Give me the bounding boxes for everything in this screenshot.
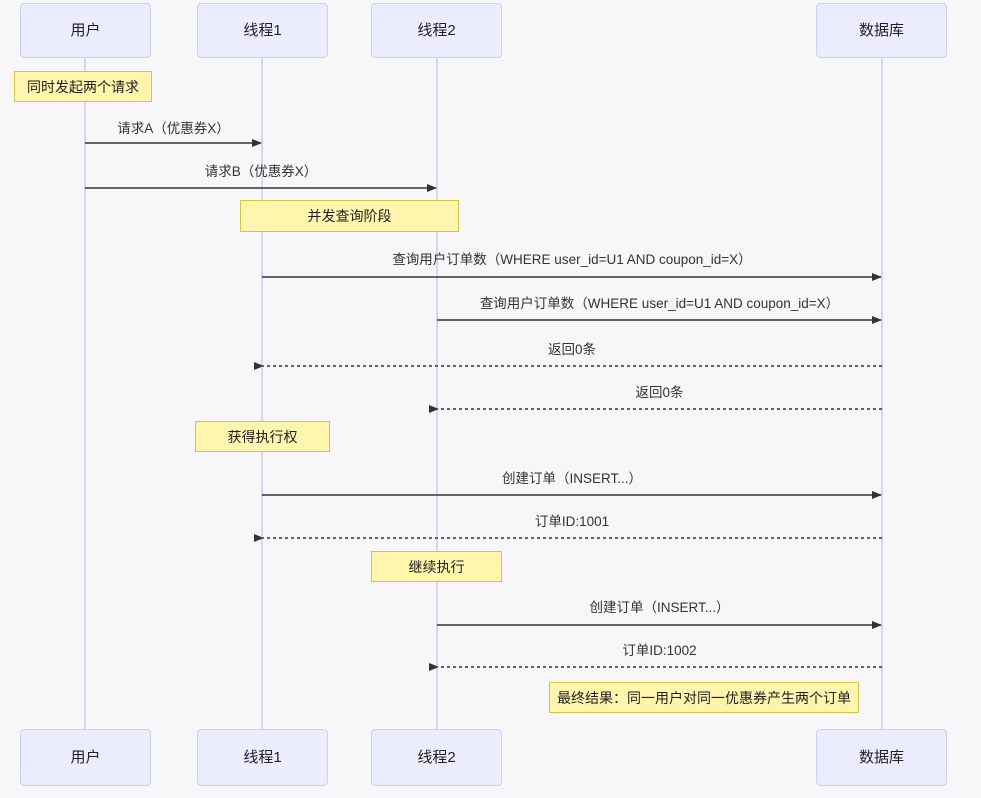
msg-return-0-1-label: 返回0条 (547, 342, 597, 357)
lifelines-group (84, 58, 883, 729)
participant-label: 数据库 (858, 22, 904, 39)
note-continue-exec[interactable]: 继续执行 (371, 551, 502, 582)
participant-label: 用户 (70, 22, 101, 39)
participant-db-bottom[interactable]: 数据库 (816, 729, 947, 786)
participant-user-bottom[interactable]: 用户 (20, 729, 151, 786)
participant-label: 线程2 (417, 749, 456, 766)
participant-label: 数据库 (858, 749, 904, 766)
note-concurrent-query[interactable]: 并发查询阶段 (240, 200, 459, 232)
participant-thread2-top[interactable]: 线程2 (371, 3, 502, 58)
msg-create-2-label: 创建订单（INSERT...） (589, 600, 730, 615)
participant-db-top[interactable]: 数据库 (816, 3, 947, 58)
note-final-result[interactable]: 最终结果：同一用户对同一优惠券产生两个订单 (549, 682, 859, 713)
note-label: 继续执行 (408, 558, 465, 575)
msg-orderid-1-label: 订单ID:1001 (534, 514, 610, 529)
note-acquire-exec[interactable]: 获得执行权 (195, 421, 330, 452)
participant-label: 线程1 (243, 22, 282, 39)
note-label: 并发查询阶段 (307, 208, 392, 224)
msg-create-1-label: 创建订单（INSERT...） (501, 471, 643, 486)
participant-thread2-bottom[interactable]: 线程2 (371, 729, 502, 786)
note-label: 同时发起两个请求 (27, 78, 139, 95)
participant-label: 用户 (70, 749, 101, 766)
note-label: 最终结果：同一用户对同一优惠券产生两个订单 (557, 689, 851, 706)
participant-thread1-top[interactable]: 线程1 (197, 3, 328, 58)
participant-label: 线程1 (243, 749, 282, 766)
note-label: 获得执行权 (227, 428, 298, 445)
participant-user-top[interactable]: 用户 (20, 3, 151, 58)
message-lines-group (85, 139, 882, 671)
msg-request-a-label: 请求A（优惠券X） (117, 121, 230, 136)
msg-orderid-2-label: 订单ID:1002 (622, 643, 697, 658)
msg-query-2-label: 查询用户订单数（WHERE user_id=U1 AND coupon_id=X… (479, 296, 840, 311)
participant-label: 线程2 (417, 22, 456, 39)
msg-request-b-label: 请求B（优惠券X） (204, 164, 318, 179)
msg-return-0-2-label: 返回0条 (635, 385, 684, 400)
participant-thread1-bottom[interactable]: 线程1 (197, 729, 328, 786)
note-concurrent-requests[interactable]: 同时发起两个请求 (14, 71, 152, 102)
msg-query-1-label: 查询用户订单数（WHERE user_id=U1 AND coupon_id=X… (392, 252, 752, 267)
